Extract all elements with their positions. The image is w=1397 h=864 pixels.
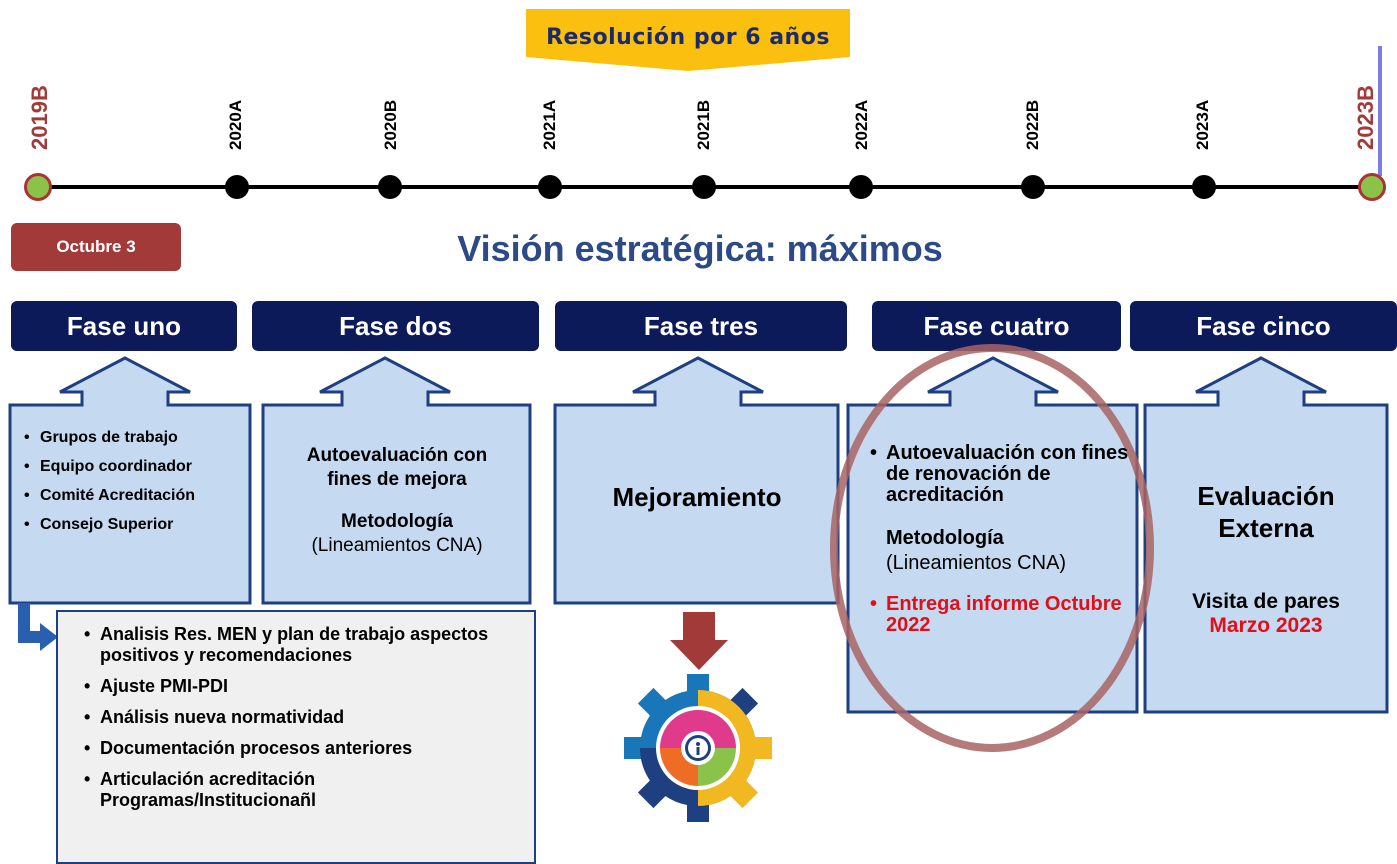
phase4-item2: Entrega informe Octubre 2022: [870, 594, 1130, 636]
phase5-content: Evaluación Externa Visita de pares Marzo…: [1150, 480, 1382, 638]
phase5-line2: Visita de pares: [1192, 590, 1340, 613]
phase4-method: Metodología: [886, 527, 1004, 549]
timeline-dot: [538, 175, 562, 199]
phase4-method-sub: (Lineamientos CNA): [886, 552, 1067, 574]
phase2-method: Metodología: [341, 511, 453, 532]
phase-header-3: Fase tres: [555, 301, 847, 351]
subtasks-list: Analisis Res. MEN y plan de trabajo aspe…: [80, 624, 520, 821]
phase2-line1: Autoevaluación con fines de mejora: [306, 445, 488, 490]
list-item: Comité Acreditación: [24, 485, 242, 506]
list-item: Equipo coordinador: [24, 456, 242, 477]
timeline-start-dot: [24, 173, 52, 201]
phase-header-4: Fase cuatro: [872, 301, 1121, 351]
phase3-label: Mejoramiento: [612, 482, 782, 512]
list-item: Ajuste PMI-PDI: [84, 676, 520, 697]
timeline-dot: [1192, 175, 1216, 199]
phase4-item1: Autoevaluación con fines de renovación d…: [870, 443, 1130, 506]
phase4-content: Autoevaluación con fines de renovación d…: [868, 443, 1130, 644]
list-item: Grupos de trabajo: [24, 427, 242, 448]
list-item: Consejo Superior: [24, 514, 242, 535]
phase5-line1: Evaluación Externa: [1197, 481, 1335, 543]
timeline-end-dot: [1358, 173, 1386, 201]
callout-box-5: [1143, 356, 1389, 714]
phase2-method-sub: (Lineamientos CNA): [311, 535, 483, 556]
callout-box-3: [553, 356, 840, 605]
list-item: Documentación procesos anteriores: [84, 738, 520, 759]
phase-header-1: Fase uno: [11, 301, 237, 351]
page-title: Visión estratégica: máximos: [457, 228, 943, 269]
callout-box-1: [8, 356, 252, 605]
resolution-banner: Resolución por 6 años: [526, 9, 850, 71]
list-item: Articulación acreditación Programas/Inst…: [84, 769, 520, 811]
phase5-line3: Marzo 2023: [1209, 614, 1323, 637]
banner-label: Resolución por 6 años: [546, 25, 830, 50]
phase-header-2: Fase dos: [252, 301, 539, 351]
phase1-content: Grupos de trabajo Equipo coordinador Com…: [22, 427, 242, 543]
phase-header-5: Fase cinco: [1130, 301, 1397, 351]
phase2-content: Autoevaluación con fines de mejora Metod…: [268, 444, 526, 558]
connector-arrow: [18, 603, 58, 651]
timeline-dot: [378, 175, 402, 199]
gear-logo: [624, 674, 772, 822]
list-item: Analisis Res. MEN y plan de trabajo aspe…: [84, 624, 520, 666]
highlight-ellipse: [830, 344, 1154, 752]
timeline-dot: [692, 175, 716, 199]
date-badge: Octubre 3: [11, 223, 181, 271]
timeline-dot: [849, 175, 873, 199]
timeline-end-marker: [1378, 46, 1382, 176]
timeline-dot: [225, 175, 249, 199]
callout-box-2: [261, 356, 532, 605]
banner-shape: [526, 9, 850, 71]
down-arrow: [670, 612, 728, 670]
timeline-dot: [1021, 175, 1045, 199]
list-item: Análisis nueva normatividad: [84, 707, 520, 728]
